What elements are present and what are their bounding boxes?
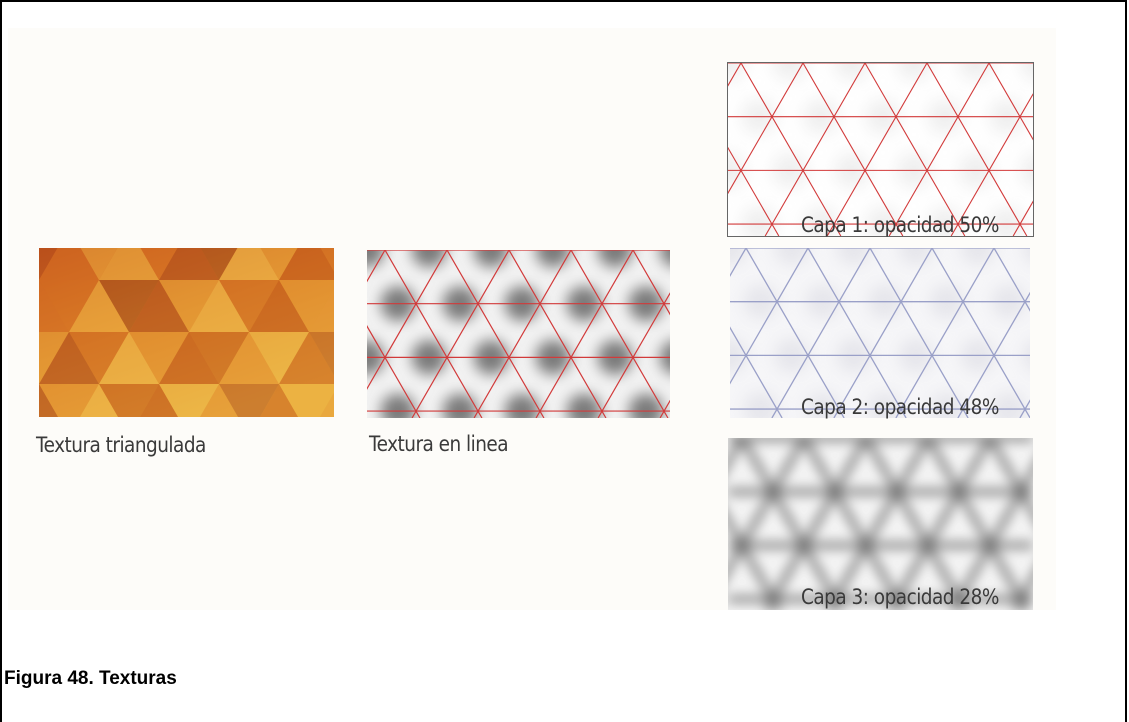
figure-caption: Figura 48. Texturas [4, 668, 177, 689]
line-texture-label: Textura en linea [369, 432, 509, 456]
layer-2-texture-image [730, 248, 1030, 418]
layer-2-label: Capa 2: opacidad 48% [801, 395, 999, 419]
triangulated-texture-label: Textura triangulada [36, 433, 206, 457]
layer-3-texture-image [728, 438, 1033, 610]
triangulated-texture-image [39, 248, 334, 417]
figure-image: Textura triangulada Textura en linea Cap… [8, 28, 1056, 610]
layer-1-label: Capa 1: opacidad 50% [801, 213, 999, 237]
layer-1-texture-image [727, 62, 1034, 237]
line-texture-image [367, 250, 670, 418]
layer-3-label: Capa 3: opacidad 28% [801, 585, 999, 609]
